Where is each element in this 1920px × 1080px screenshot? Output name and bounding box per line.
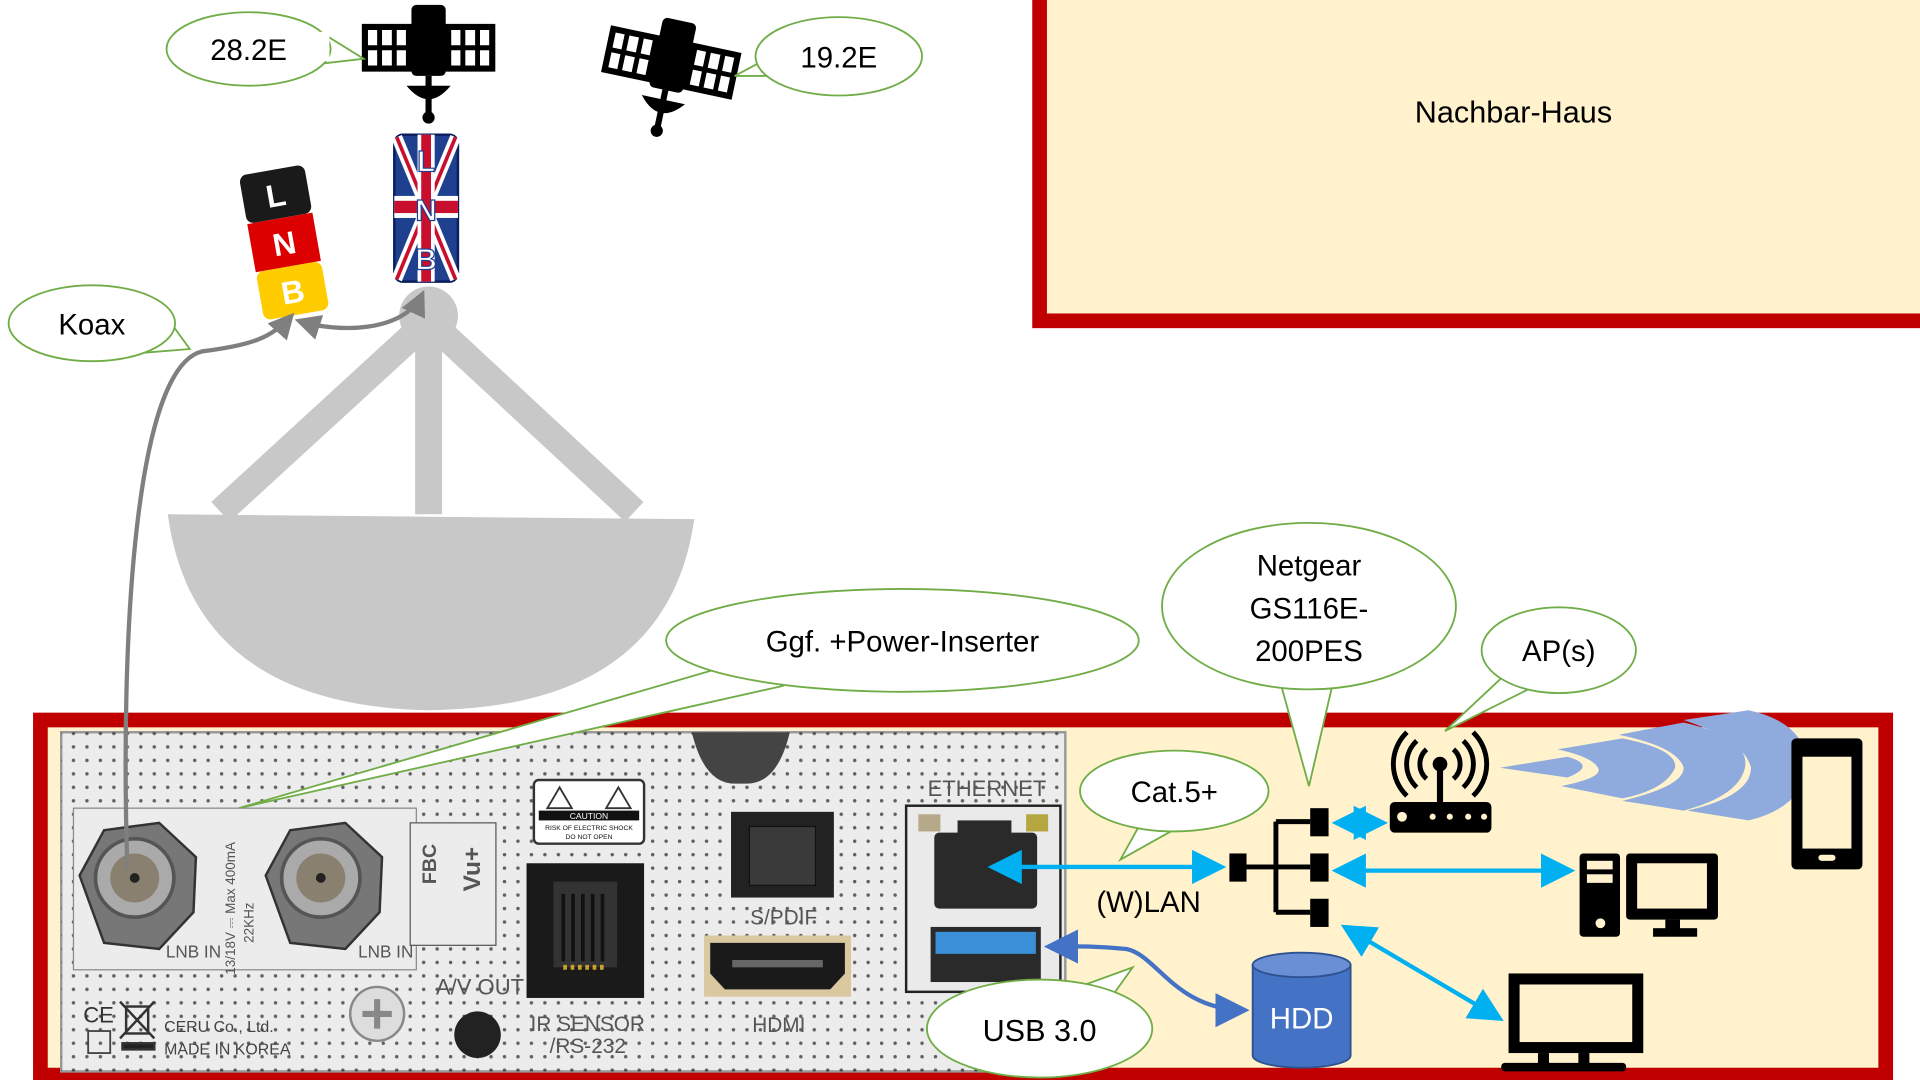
switch-model-label: 200PES (1255, 635, 1363, 668)
lnb-in-label: LNB IN (358, 942, 413, 962)
caution-text: CAUTION (570, 811, 609, 821)
callout-usb: USB 3.0 (926, 965, 1154, 1079)
coax-label: Koax (58, 308, 125, 341)
callout-ap: AP(s) (1444, 606, 1637, 732)
satellite-dish (167, 286, 695, 711)
network-switch-icon (1229, 808, 1329, 927)
lnb-spec: 22KHz (241, 902, 256, 943)
neighbor-house-label: Nachbar-Haus (1415, 95, 1612, 129)
ce-mark: CE (83, 1002, 114, 1027)
lnb-letter: B (416, 243, 437, 276)
power-inserter-label: Ggf. +Power-Inserter (766, 625, 1040, 658)
ir-sensor-label: /RS-232 (550, 1035, 626, 1058)
lnb-german: L N B (239, 165, 329, 320)
wifi-router-icon (1389, 730, 1492, 833)
coax-cable (123, 312, 295, 870)
desktop-pc-icon (1579, 853, 1718, 937)
caution-text: RISK OF ELECTRIC SHOCK (545, 825, 633, 832)
switch-model-label: GS116E- (1250, 592, 1369, 625)
wlan-label: (W)LAN (1096, 886, 1200, 919)
hdd-label: HDD (1270, 1003, 1334, 1036)
cable-category-label: Cat.5+ (1131, 776, 1218, 809)
double-insulation-icon (87, 1030, 112, 1054)
hdmi-port[interactable] (704, 935, 852, 997)
coax-cable-lnb-link (294, 289, 425, 340)
receiver-back-panel: LNB IN LNB IN 13/18V ⎓ Max 400mA 22KHz F… (60, 731, 1067, 1073)
hdd-icon: HDD (1251, 951, 1352, 1069)
usb-label: USB 3.0 (983, 1014, 1097, 1048)
av-out-port[interactable] (454, 1011, 501, 1058)
origin-label: MADE IN KOREA (164, 1041, 291, 1058)
callout-netgear: Netgear GS116E- 200PES (1161, 521, 1457, 787)
lnb-in-connector-2[interactable] (264, 821, 384, 951)
callout-cat: Cat.5+ (1079, 749, 1270, 862)
callout-koax: Koax (7, 284, 192, 363)
callout-28-2e: 28.2E (165, 11, 367, 87)
fbc-label: FBC (419, 844, 441, 884)
ap-label: AP(s) (1522, 635, 1595, 668)
callout-19-2e: 19.2E (734, 16, 923, 97)
usb-cable (1043, 929, 1250, 1028)
vu-logo: Vu+ (459, 847, 486, 892)
lnb-in-connector-1[interactable] (78, 821, 198, 951)
neighbor-house: Nachbar-Haus (1032, 0, 1920, 329)
lnb-letter: N (416, 194, 437, 227)
switch-model-label: Netgear (1257, 550, 1362, 583)
hdmi-label: HDMI (752, 1014, 805, 1037)
lnb-uk: L N B (391, 133, 461, 283)
lnb-letter: L (417, 145, 435, 178)
spdif-port[interactable] (731, 811, 834, 898)
ir-sensor-label: IR SENSOR (531, 1013, 645, 1036)
maker-label: CERU Co., Ltd. (164, 1019, 274, 1036)
monitor-icon (1501, 973, 1644, 1072)
lnb-spec: 13/18V ⎓ Max 400mA (223, 842, 238, 975)
ethernet-port[interactable] (918, 814, 1049, 909)
ethernet-label: ETHERNET (928, 776, 1047, 801)
callout-power-inserter: Ggf. +Power-Inserter (238, 588, 1140, 810)
weee-bin-icon (119, 1000, 156, 1051)
wifi-waves-icon (1500, 710, 1809, 821)
caution-label: CAUTION RISK OF ELECTRIC SHOCK DO NOT OP… (532, 778, 646, 845)
ir-sensor-port[interactable] (526, 863, 645, 998)
caution-text: DO NOT OPEN (566, 834, 613, 841)
spdif-label: S/PDIF (750, 906, 817, 929)
lnb-in-label: LNB IN (166, 942, 221, 962)
satellite-label: 19.2E (800, 41, 877, 74)
lan-connections (987, 805, 1576, 1021)
satellite-icon (601, 17, 742, 137)
satellite-icon (361, 4, 496, 124)
usb-port[interactable] (930, 926, 1041, 983)
av-out-label: A/V OUT (436, 974, 524, 999)
smartphone-icon (1791, 738, 1863, 870)
lan-cable-tv (1340, 924, 1504, 1021)
satellite-label: 28.2E (210, 34, 287, 67)
